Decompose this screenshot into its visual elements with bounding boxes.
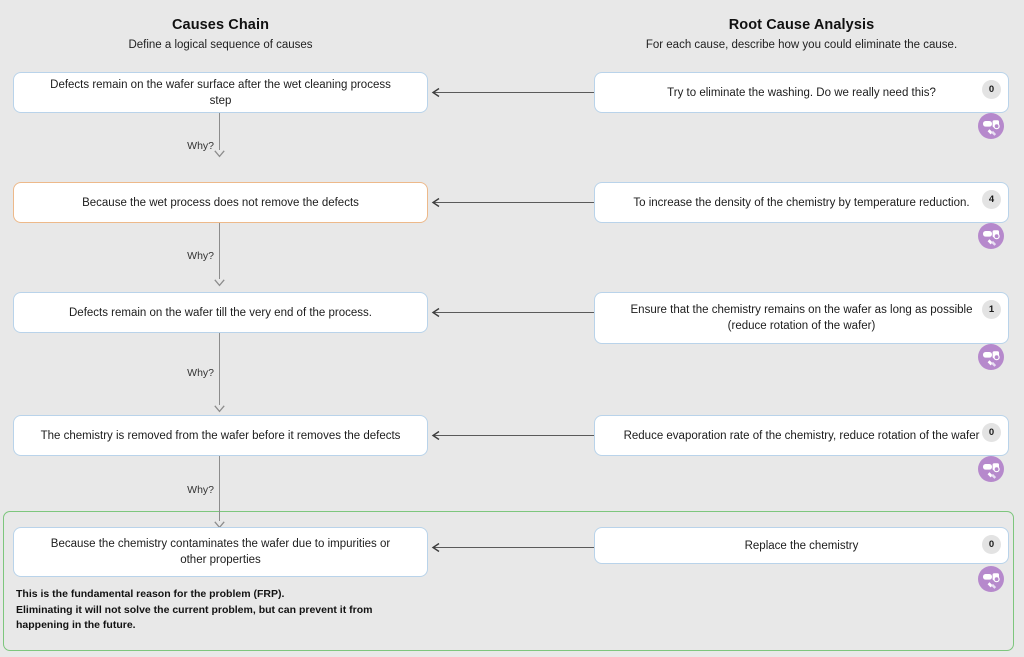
- why-connector-line-4: [219, 456, 220, 521]
- causes-chain-title: Causes Chain: [171, 17, 270, 33]
- link-arrow-5: [428, 543, 594, 552]
- why-connector-caret-2: [214, 279, 225, 287]
- why-connector-caret-1: [214, 150, 225, 158]
- solution-node-2[interactable]: To increase the density of the chemistry…: [594, 182, 1009, 223]
- solution-node-1-badge[interactable]: 0: [982, 80, 1001, 99]
- why-connector-caret-3: [214, 405, 225, 413]
- causes-chain-header: Causes Chain Define a logical sequence o…: [13, 16, 428, 53]
- solution-node-1[interactable]: Try to eliminate the washing. Do we real…: [594, 72, 1009, 113]
- solution-node-5[interactable]: Replace the chemistry 0: [594, 527, 1009, 564]
- root-cause-analysis-subtitle: For each cause, describe how you could e…: [645, 39, 958, 51]
- solution-node-3-badge[interactable]: 1: [982, 300, 1001, 319]
- solution-node-3[interactable]: Ensure that the chemistry remains on the…: [594, 292, 1009, 344]
- user-comment-avatar-icon-3[interactable]: [978, 344, 1004, 370]
- cause-node-4-text: The chemistry is removed from the wafer …: [40, 429, 401, 442]
- why-label-2: Why?: [187, 250, 214, 262]
- solution-node-3-text: Ensure that the chemistry remains on the…: [630, 304, 973, 332]
- user-comment-avatar-icon-4[interactable]: [978, 456, 1004, 482]
- link-arrow-4: [428, 431, 594, 440]
- cause-node-2[interactable]: Because the wet process does not remove …: [13, 182, 428, 223]
- cause-node-1[interactable]: Defects remain on the wafer surface afte…: [13, 72, 428, 113]
- why-label-1: Why?: [187, 140, 214, 152]
- user-comment-avatar-icon-5[interactable]: [978, 566, 1004, 592]
- cause-node-3-text: Defects remain on the wafer till the ver…: [69, 306, 372, 319]
- solution-node-5-badge[interactable]: 0: [982, 535, 1001, 554]
- why-connector-line-2: [219, 223, 220, 279]
- link-arrow-2: [428, 198, 594, 207]
- link-arrow-3: [428, 308, 594, 317]
- cause-node-3[interactable]: Defects remain on the wafer till the ver…: [13, 292, 428, 333]
- solution-node-4-text: Reduce evaporation rate of the chemistry…: [623, 429, 980, 442]
- why-label-3: Why?: [187, 367, 214, 379]
- solution-node-1-text: Try to eliminate the washing. Do we real…: [667, 86, 936, 99]
- cause-node-2-text: Because the wet process does not remove …: [82, 196, 359, 209]
- causes-chain-subtitle: Define a logical sequence of causes: [128, 39, 313, 51]
- user-comment-avatar-icon-1[interactable]: [978, 113, 1004, 139]
- cause-node-1-text: Defects remain on the wafer surface afte…: [50, 78, 391, 107]
- frp-note: This is the fundamental reason for the p…: [16, 588, 373, 631]
- root-cause-analysis-header: Root Cause Analysis For each cause, desc…: [594, 16, 1009, 53]
- link-arrow-1: [428, 88, 594, 97]
- why-connector-line-1: [219, 113, 220, 150]
- solution-node-2-text: To increase the density of the chemistry…: [633, 196, 970, 209]
- solution-node-2-badge[interactable]: 4: [982, 190, 1001, 209]
- user-comment-avatar-icon-2[interactable]: [978, 223, 1004, 249]
- solution-node-5-text: Replace the chemistry: [744, 539, 859, 552]
- root-cause-analysis-title: Root Cause Analysis: [728, 17, 875, 33]
- cause-node-4[interactable]: The chemistry is removed from the wafer …: [13, 415, 428, 456]
- why-label-4: Why?: [187, 484, 214, 496]
- solution-node-4[interactable]: Reduce evaporation rate of the chemistry…: [594, 415, 1009, 456]
- cause-node-5[interactable]: Because the chemistry contaminates the w…: [13, 527, 428, 577]
- why-connector-line-3: [219, 333, 220, 405]
- cause-node-5-text: Because the chemistry contaminates the w…: [50, 538, 391, 566]
- solution-node-4-badge[interactable]: 0: [982, 423, 1001, 442]
- fundamental-reason-zone: [3, 511, 1014, 651]
